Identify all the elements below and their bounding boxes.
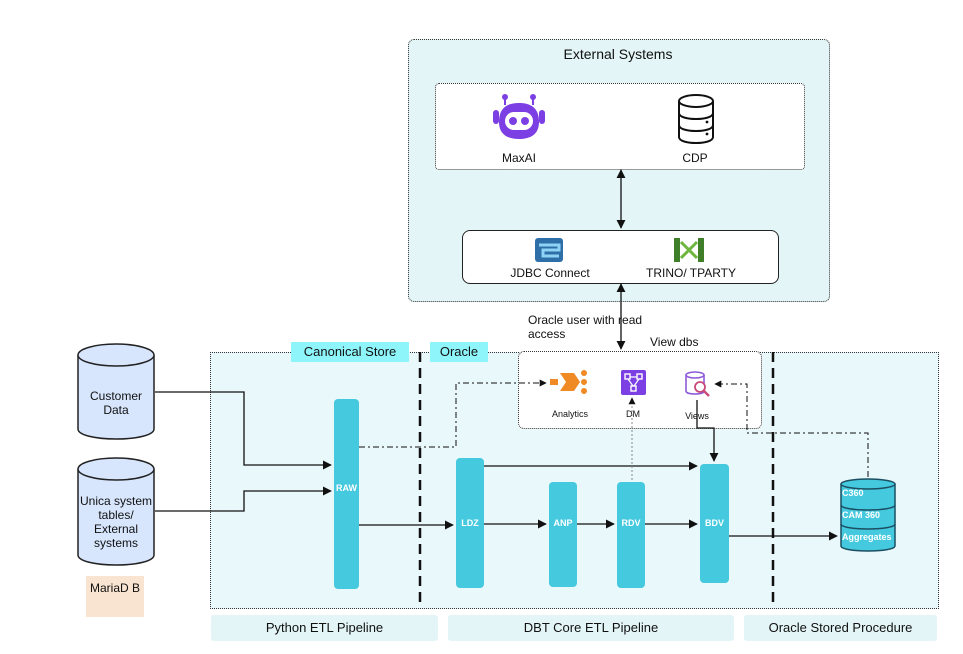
mariadb-badge: MariaD B [86, 576, 144, 617]
footer-oracle-sp: Oracle Stored Procedure [744, 615, 937, 641]
output-c360: C360 [842, 488, 864, 498]
footer-python-etl: Python ETL Pipeline [211, 615, 438, 641]
oracle-tag: Oracle [430, 342, 488, 362]
database-icon [677, 93, 715, 145]
stage-raw-label: RAW [336, 483, 357, 493]
output-cylinder [840, 478, 896, 552]
stage-bdv: BDV [700, 464, 729, 583]
external-systems-title: External Systems [563, 46, 673, 62]
maxai-label: MaxAI [501, 151, 536, 165]
stage-raw: RAW [334, 399, 359, 589]
stage-rdv: RDV [617, 482, 645, 588]
views-icon [683, 370, 711, 398]
customer-data-label: Customer Data [89, 389, 142, 417]
analytics-icon [548, 367, 590, 397]
trino-label: TRINO/ TPARTY [645, 266, 736, 280]
external-apps-box [435, 83, 805, 170]
output-aggregates: Aggregates [842, 532, 892, 542]
dm-icon [621, 370, 646, 395]
footer-dbt-etl: DBT Core ETL Pipeline [448, 615, 734, 641]
stage-anp-label: ANP [553, 518, 573, 528]
jdbc-label: JDBC Connect [510, 266, 590, 280]
mariadb-label: MariaD B [89, 581, 140, 595]
stage-ldz-label: LDZ [461, 518, 479, 528]
stage-bdv-label: BDV [704, 518, 724, 528]
jdbc-icon [533, 236, 565, 264]
analytics-label: Analytics [551, 409, 588, 419]
stage-rdv-label: RDV [621, 518, 641, 528]
views-label: Views [685, 411, 709, 421]
unica-label: Unica system tables/ External systems [79, 494, 153, 550]
view-dbs-label: View dbs [650, 335, 699, 349]
output-cam360: CAM 360 [842, 510, 881, 520]
stage-anp: ANP [549, 482, 577, 587]
stage-ldz: LDZ [456, 458, 484, 588]
robot-icon [489, 92, 549, 146]
trino-icon [672, 236, 706, 264]
dm-label: DM [626, 409, 640, 419]
unica-db [77, 457, 155, 567]
customer-data-db [77, 343, 155, 441]
cdp-label: CDP [682, 151, 708, 165]
access-note: Oracle user with read access [528, 313, 643, 341]
canonical-store-tag: Canonical Store [291, 342, 409, 362]
